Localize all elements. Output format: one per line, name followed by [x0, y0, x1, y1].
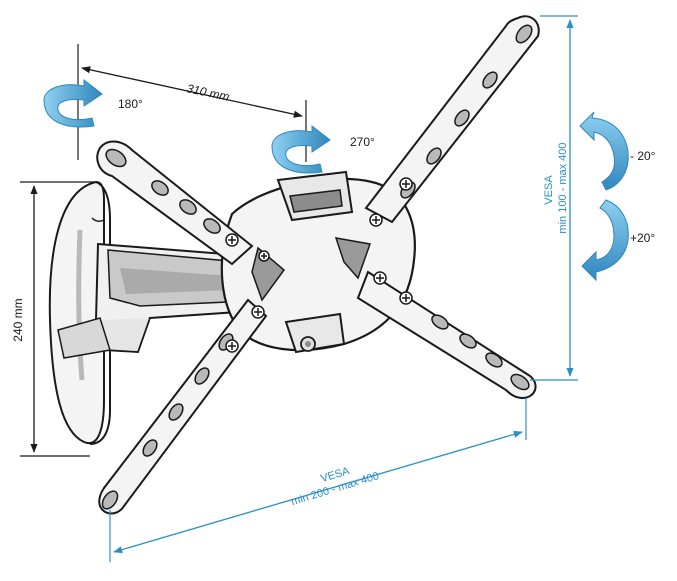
rotate-180-arrow-icon: [43, 78, 103, 128]
label-tilt-up: - 20°: [630, 149, 656, 163]
screw-icon: [399, 291, 413, 305]
dimension-vesa-horizontal: [109, 398, 527, 562]
label-vesa-vertical-range: min 100 - max 400: [557, 142, 569, 233]
label-tilt-down: +20°: [630, 231, 655, 245]
label-270deg: 270°: [350, 135, 375, 149]
dimension-vesa-vertical: [530, 15, 578, 381]
screw-icon: [373, 271, 387, 285]
screw-icon: [251, 305, 265, 319]
center-plate: [220, 170, 416, 354]
bracket-arm-upper-left: [96, 140, 254, 266]
bracket-arm-lower-right: [356, 270, 537, 400]
swing-arm: [57, 242, 264, 359]
tilt-up-arrow-icon: [579, 111, 629, 191]
dimension-240mm: [20, 181, 96, 457]
screw-icon: [369, 213, 383, 227]
label-310mm: 310 mm: [185, 81, 230, 104]
screw-icon: [225, 233, 239, 247]
tilt-down-arrow-icon: [581, 199, 629, 282]
label-240mm: 240 mm: [11, 298, 25, 341]
label-180deg: 180°: [118, 97, 143, 111]
label-vesa-vertical-title: VESA: [543, 175, 555, 205]
rotate-270-arrow-icon: [271, 124, 331, 174]
bracket-arm-upper-right: [364, 15, 540, 224]
screw-icon: [225, 339, 239, 353]
mounting-screws: [225, 177, 413, 353]
wall-plate: [48, 180, 111, 445]
screw-icon: [399, 177, 413, 191]
screw-icon: [258, 250, 270, 262]
